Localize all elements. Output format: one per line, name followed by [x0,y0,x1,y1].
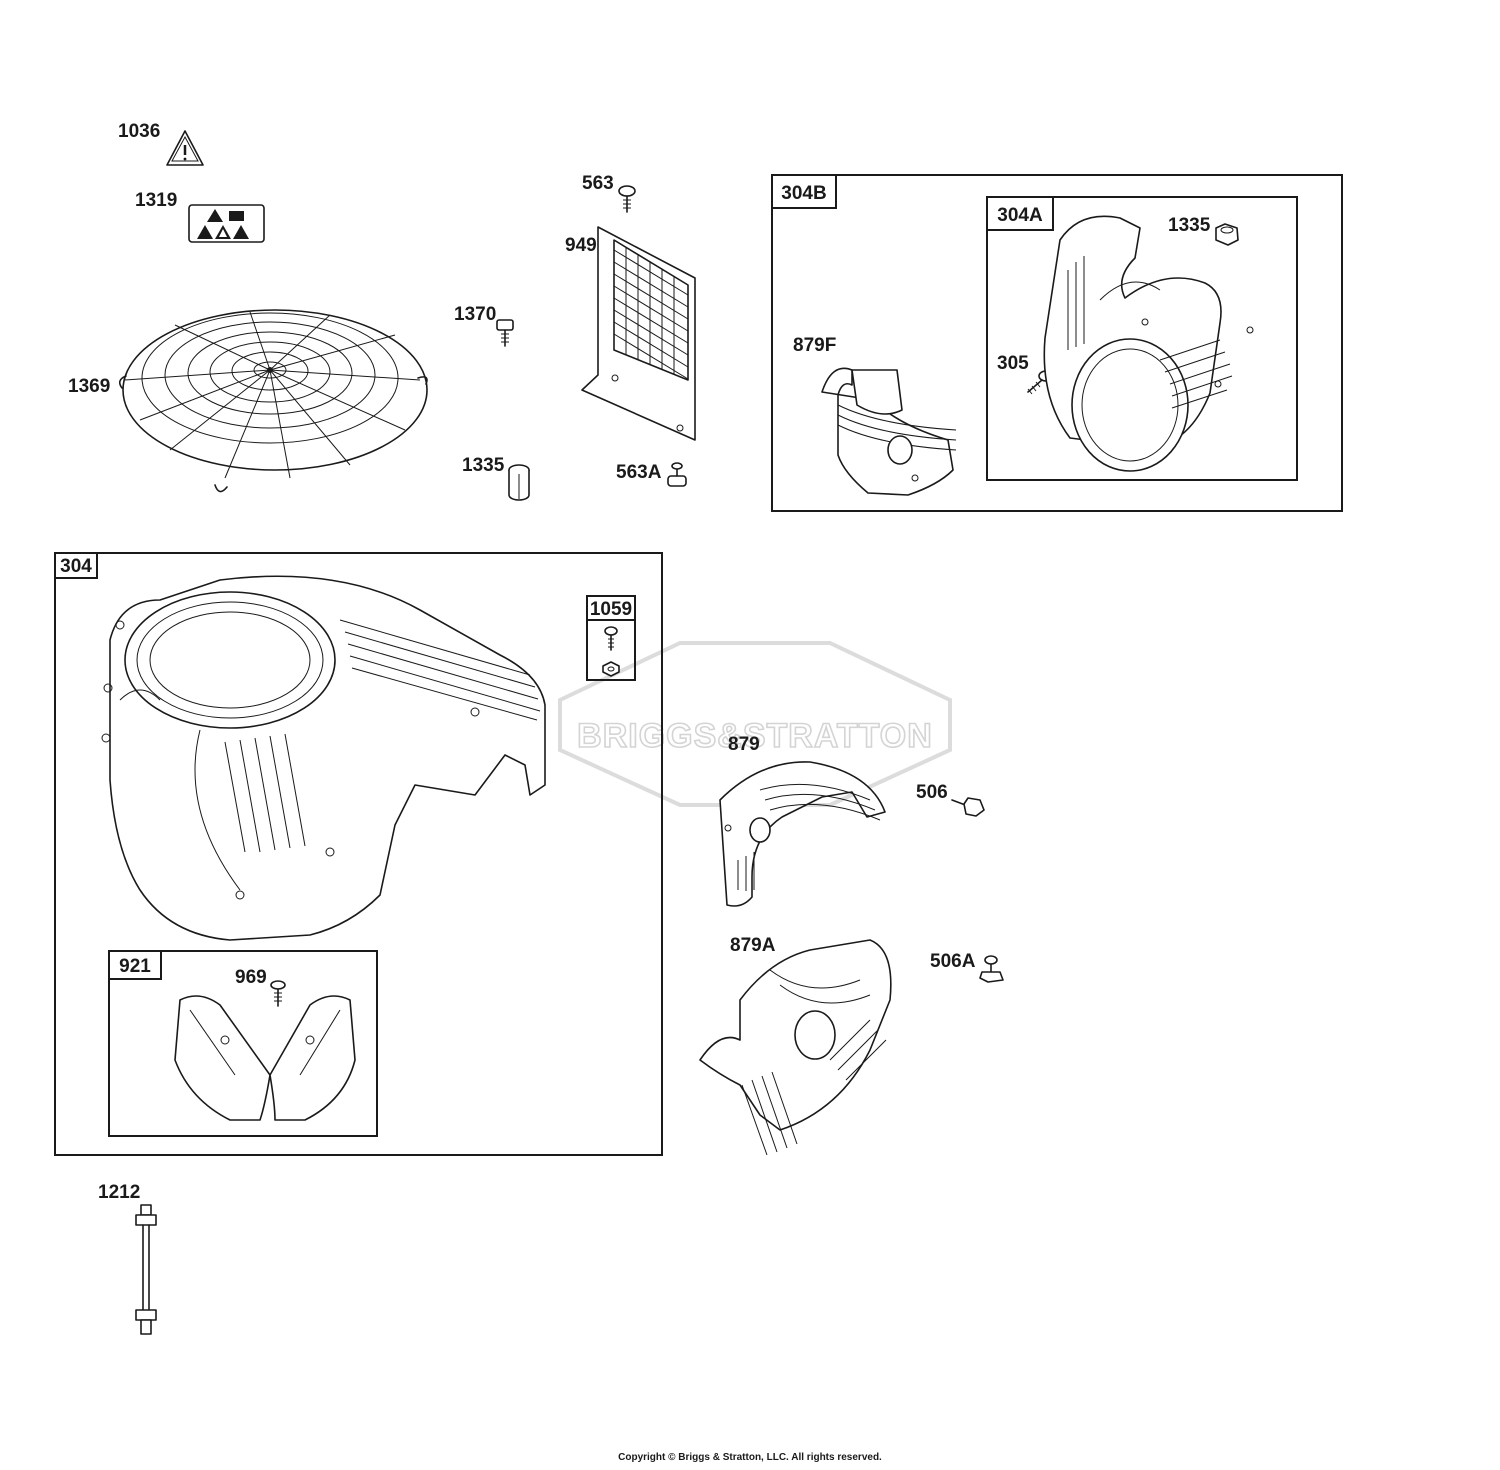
bolt-506-icon [951,797,985,817]
stud-1212-icon [135,1204,157,1335]
screw-563-icon [618,185,636,213]
group-label-921: 921 [119,956,151,977]
baffle-879-icon [719,761,886,907]
screw-969-icon [270,980,286,1007]
group-label-304A: 304A [997,205,1043,226]
fan-guard-icon [118,309,428,493]
label-969: 969 [235,967,267,988]
label-1370: 1370 [454,304,496,325]
copyright-notice: Copyright © Briggs & Stratton, LLC. All … [618,1452,882,1463]
nut-1335-right-icon [1215,223,1239,246]
screw-1370-icon [496,319,514,347]
group-box-304-tag [54,552,98,579]
watermark-text: BRIGGS&STRATTON [577,717,933,755]
label-879F: 879F [793,335,836,356]
group-box-1059 [586,595,636,681]
bolt-506A-icon [979,955,1004,983]
cover-921-icon [174,995,356,1121]
label-506: 506 [916,782,948,803]
group-box-921 [108,950,378,1137]
group-box-304B-tag [771,174,837,209]
label-879A: 879A [730,935,776,956]
group-label-1059: 1059 [590,599,632,620]
group-label-304B: 304B [781,183,826,204]
group-label-304: 304 [60,556,92,577]
blower-housing-304-icon [101,575,546,941]
label-1335-left: 1335 [462,455,505,476]
label-1036: 1036 [118,121,160,142]
group-box-304A [986,196,1298,481]
group-box-921-tag [108,950,162,980]
blower-housing-304A-icon [1043,215,1254,472]
group-box-304A-tag [986,196,1054,231]
air-screen-949-icon [581,226,696,441]
spacer-1335-left-icon [508,464,530,501]
label-1319: 1319 [135,190,177,211]
label-879: 879 [728,734,760,755]
label-1335-right: 1335 [1168,215,1211,236]
watermark: BRIGGS&STRATTON [558,641,952,807]
baffle-879A-icon [699,939,892,1156]
group-box-304B [771,174,1343,512]
label-305: 305 [997,353,1029,374]
baffle-879F-icon [821,367,957,496]
screw-563A-icon [667,462,687,487]
label-563A: 563A [616,462,662,483]
label-1212: 1212 [98,1182,140,1203]
group-box-304 [54,552,663,1156]
label-563: 563 [582,173,614,194]
screw-1059-icon [602,626,620,677]
label-506A: 506A [930,951,976,972]
warning-triangle-icon [166,130,204,166]
label-1369: 1369 [68,376,110,397]
label-949: 949 [565,235,597,256]
safety-decal-icon [188,204,265,243]
